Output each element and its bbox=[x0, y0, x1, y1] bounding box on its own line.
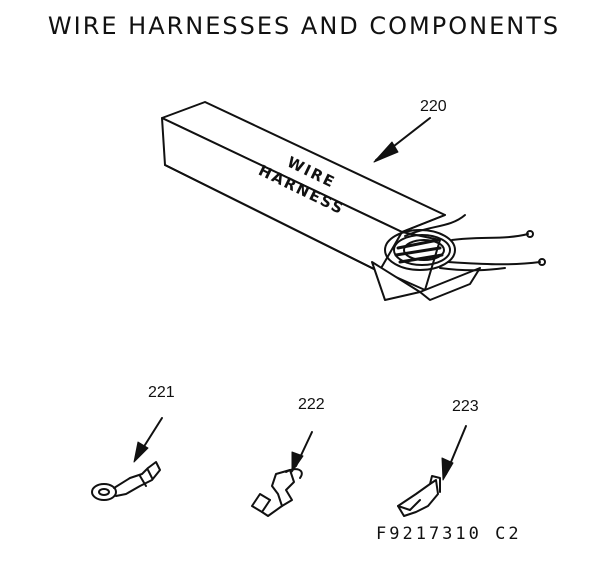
ring-terminal-221 bbox=[91, 461, 161, 501]
callout-222: 222 bbox=[298, 396, 325, 413]
wire-harness-box bbox=[161, 101, 546, 301]
callout-arrow-223 bbox=[441, 425, 467, 481]
figure-code: F9217310 C2 bbox=[376, 524, 522, 544]
callout-arrow-221 bbox=[133, 417, 163, 463]
diagram-title: WIRE HARNESSES AND COMPONENTS bbox=[47, 12, 561, 40]
callout-223: 223 bbox=[452, 398, 479, 415]
callout-221: 221 bbox=[148, 384, 175, 401]
flag-terminal-223 bbox=[397, 475, 441, 517]
callout-220: 220 bbox=[420, 98, 447, 115]
callout-arrow-220 bbox=[373, 117, 431, 163]
callout-arrow-222 bbox=[291, 431, 313, 473]
crimp-connector-222 bbox=[251, 468, 303, 517]
